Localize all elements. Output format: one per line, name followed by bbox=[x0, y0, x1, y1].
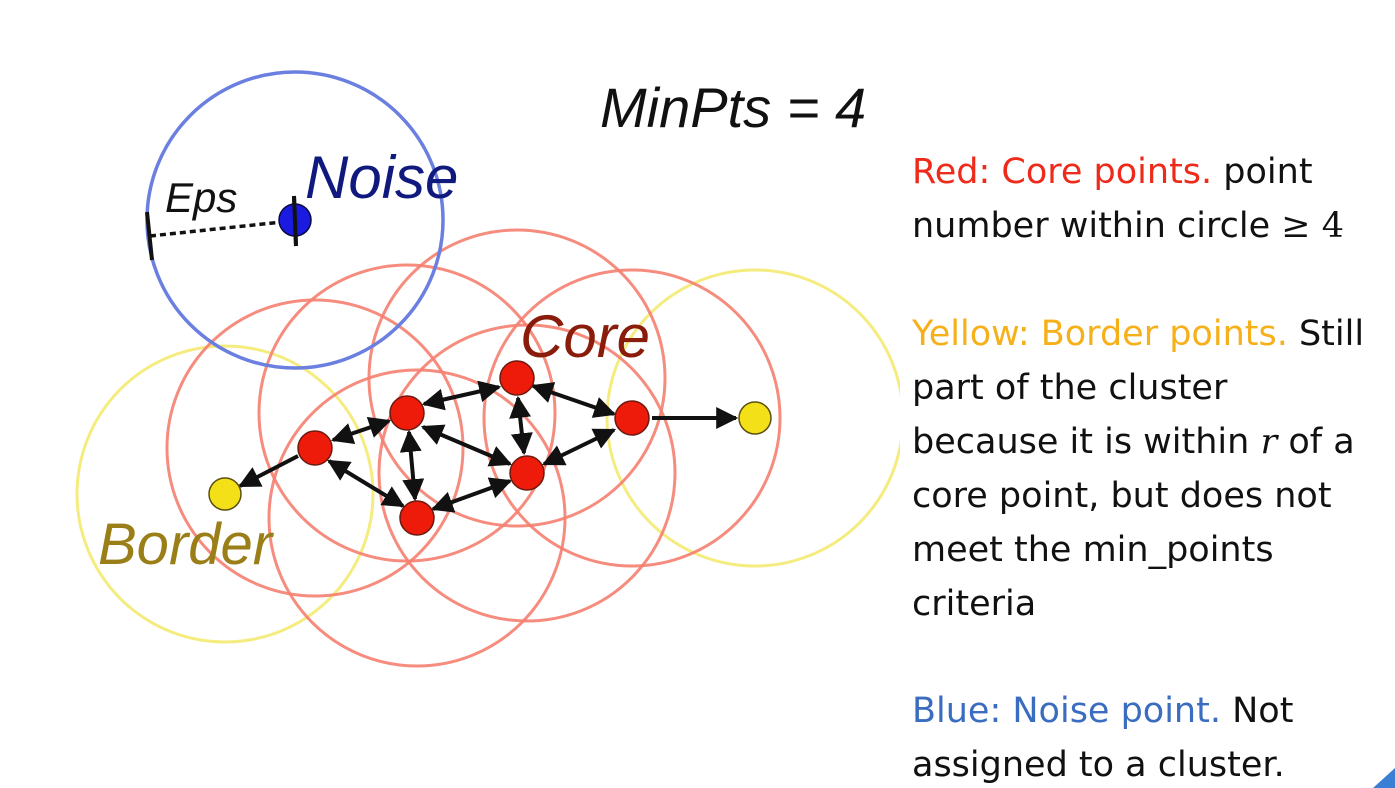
dbscan-diagram: MinPts = 4 Eps Noise Core Border bbox=[75, 70, 900, 668]
corner-accent bbox=[1373, 768, 1395, 788]
legend-border-title: Yellow: Border points. bbox=[912, 314, 1288, 354]
legend-core-text: point number within circle bbox=[912, 152, 1313, 246]
border-circle-right bbox=[605, 268, 900, 568]
border-label: Border bbox=[98, 512, 275, 577]
core-label: Core bbox=[520, 303, 650, 370]
connection-arrow bbox=[399, 429, 425, 502]
legend-core-value: 4 bbox=[1321, 206, 1344, 246]
core-point bbox=[399, 500, 435, 536]
noise-point-crosshair bbox=[292, 195, 298, 247]
legend-core-points: Red: Core points. point number within ci… bbox=[912, 145, 1382, 253]
legend-noise-point: Blue: Noise point. Not assigned to a clu… bbox=[912, 684, 1382, 788]
legend-noise-title: Blue: Noise point. bbox=[912, 691, 1221, 731]
connection-arrow bbox=[327, 459, 405, 508]
eps-dashed-line bbox=[149, 220, 283, 238]
core-point bbox=[499, 360, 535, 396]
eps-end-tick bbox=[145, 211, 154, 261]
connection-arrow bbox=[330, 416, 392, 445]
core-point bbox=[614, 400, 650, 436]
connection-arrow bbox=[542, 428, 616, 466]
legend-border-var: r bbox=[1260, 422, 1278, 462]
connections bbox=[238, 380, 739, 513]
eps-label: Eps bbox=[165, 174, 237, 221]
min-pts-label: MinPts = 4 bbox=[600, 76, 866, 139]
connection-arrow bbox=[509, 395, 533, 456]
legend-border-text: Still part of the cluster because it is … bbox=[912, 314, 1365, 462]
legend-noise-text: Not assigned to a cluster. bbox=[912, 691, 1294, 785]
connection-arrow bbox=[420, 424, 513, 467]
border-point bbox=[208, 477, 242, 511]
connection-arrow bbox=[238, 454, 299, 488]
connection-arrow bbox=[530, 382, 617, 418]
connection-arrow bbox=[430, 477, 513, 513]
core-circle bbox=[482, 268, 782, 568]
border-point bbox=[738, 401, 772, 435]
legend-core-title: Red: Core points. bbox=[912, 152, 1213, 192]
core-point bbox=[297, 430, 333, 466]
noise-label: Noise bbox=[305, 144, 458, 211]
border-points bbox=[208, 401, 772, 511]
legend-core-symbol: ≥ bbox=[1281, 206, 1311, 246]
core-point bbox=[389, 395, 425, 431]
connection-arrow bbox=[421, 380, 502, 411]
core-circle bbox=[267, 368, 567, 668]
legend-border-text-end: of a core point, but does not meet the m… bbox=[912, 422, 1355, 624]
legend-border-points: Yellow: Border points. Still part of the… bbox=[912, 307, 1382, 631]
core-point bbox=[509, 455, 545, 491]
core-points bbox=[297, 360, 650, 536]
